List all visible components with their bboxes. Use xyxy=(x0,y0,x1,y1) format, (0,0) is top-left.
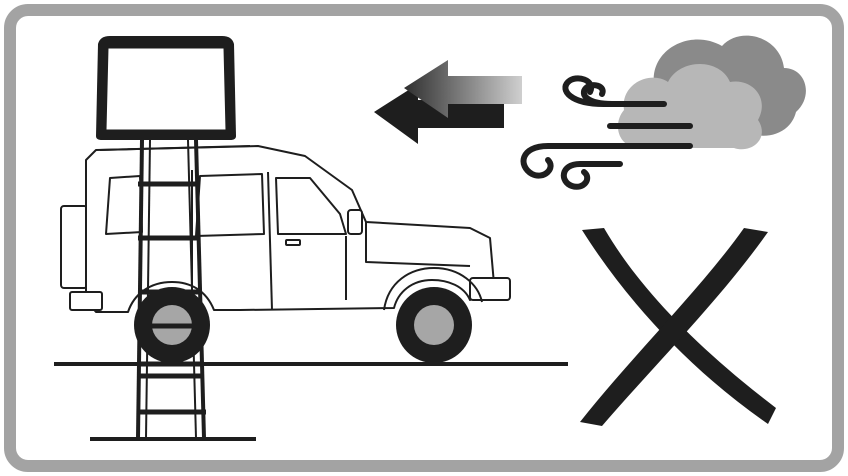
front-wheel-icon xyxy=(396,287,472,363)
rooftop-tent-icon xyxy=(96,36,236,140)
